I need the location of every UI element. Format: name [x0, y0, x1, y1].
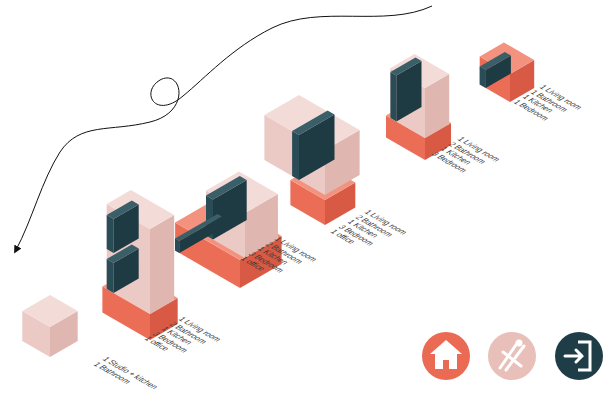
- tools-icon: [488, 332, 536, 380]
- block-face: [107, 215, 114, 253]
- building-blocks: [22, 43, 534, 358]
- block-face: [107, 259, 114, 293]
- block-face: [480, 67, 486, 89]
- block-face: [107, 201, 139, 220]
- exit-icon: [555, 332, 603, 380]
- block-face: [390, 58, 421, 76]
- block-face: [150, 215, 174, 314]
- home-icon: [422, 332, 470, 380]
- block-face: [292, 131, 299, 180]
- block-face: [292, 111, 334, 136]
- block-face: [22, 295, 77, 327]
- block-face: [206, 176, 247, 200]
- journey-line: [16, 6, 432, 250]
- room-list: 1 Studio + kitchen1 Bathroom: [91, 356, 160, 396]
- block-face: [175, 214, 222, 241]
- block-face: [390, 72, 396, 122]
- block-face: [480, 52, 511, 70]
- block-face: [175, 239, 179, 254]
